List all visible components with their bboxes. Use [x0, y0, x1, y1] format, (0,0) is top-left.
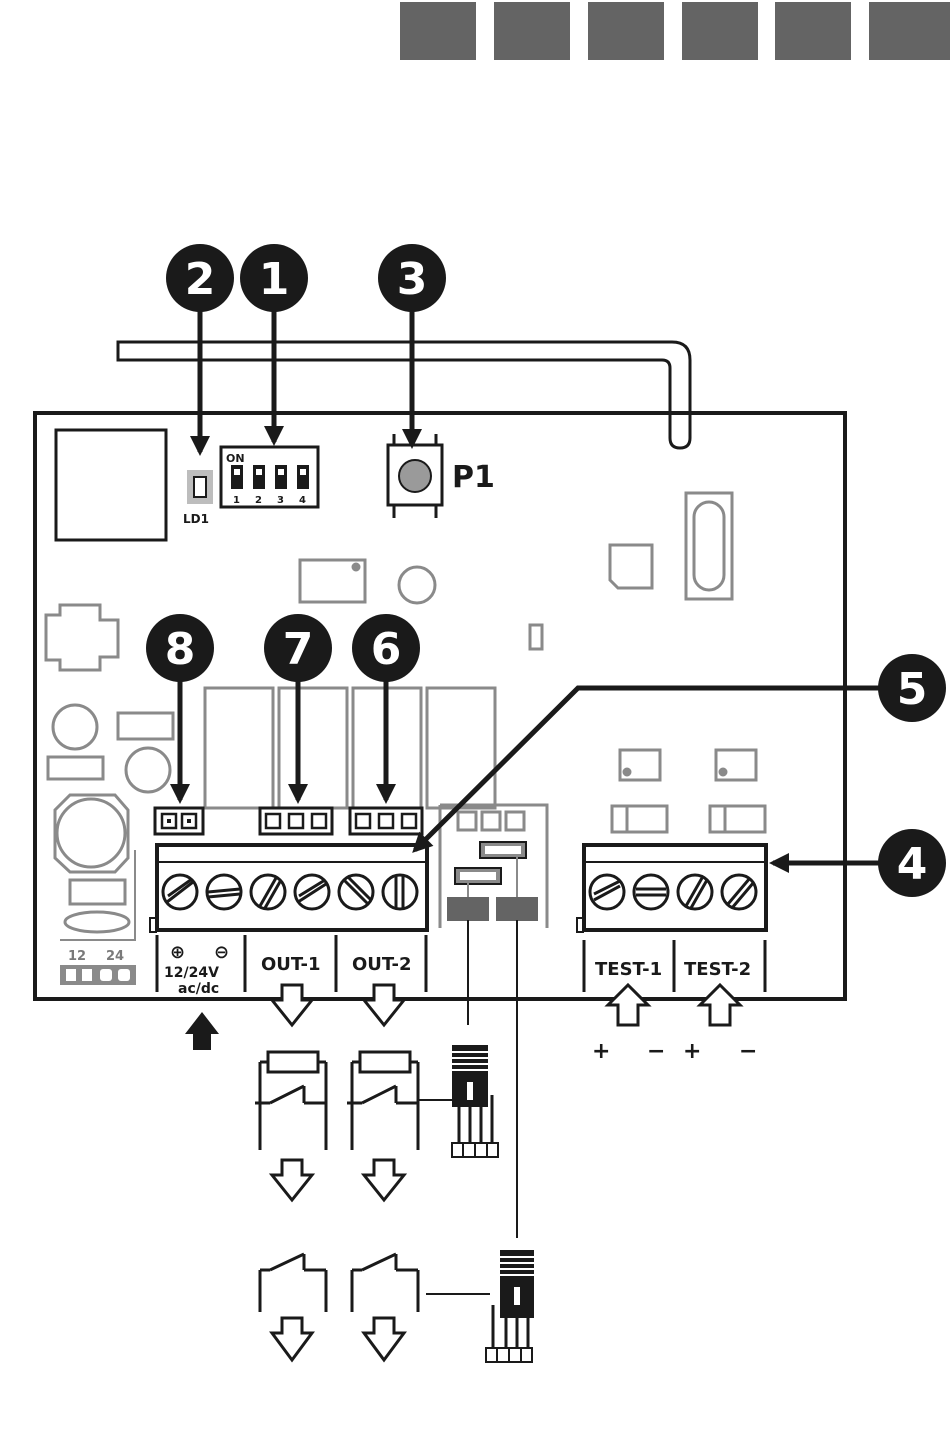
- power-type-label: ac/dc: [178, 981, 219, 997]
- relay-2: [279, 688, 347, 808]
- header-tab: [494, 2, 570, 60]
- test-1-minus: −: [647, 1039, 665, 1064]
- arrow-down-icon: [272, 985, 312, 1025]
- voltage-12-label: 12: [68, 949, 86, 964]
- power-plus-symbol: ⊕: [170, 942, 185, 963]
- marker-3: 3: [378, 244, 446, 312]
- header-tab: [682, 2, 758, 60]
- dip-on-label: ON: [226, 452, 245, 465]
- marker-label: 5: [897, 664, 928, 715]
- transformer: [56, 430, 166, 540]
- dip-lever-3[interactable]: [275, 465, 287, 489]
- marker-label: 2: [185, 254, 216, 305]
- marker-label: 3: [397, 254, 428, 305]
- dip-lever-2[interactable]: [253, 465, 265, 489]
- marker-label: 1: [259, 254, 290, 305]
- out-1-jumper[interactable]: [260, 808, 332, 834]
- output-arrows: [272, 985, 404, 1360]
- marker-7: 7: [264, 614, 332, 682]
- mini-led: [530, 625, 542, 649]
- power-minus-symbol: ⊖: [214, 942, 229, 963]
- output-terminal-block: [150, 845, 427, 932]
- test-2-minus: −: [739, 1039, 757, 1064]
- header-tab: [400, 2, 476, 60]
- marker-5: 5: [878, 654, 946, 722]
- power-voltage-label: 12/24V: [164, 965, 219, 981]
- dip-switch[interactable]: ON 1 2 3 4: [221, 447, 318, 507]
- capacitor: [399, 567, 435, 603]
- dip-lever-1[interactable]: [231, 465, 243, 489]
- marker-label: 4: [897, 839, 928, 890]
- header-tab: [775, 2, 851, 60]
- header-tab: [869, 2, 950, 60]
- arrow-up-icon: [608, 985, 648, 1025]
- dip-position-3: 3: [277, 495, 284, 506]
- test-2-plus: +: [683, 1039, 701, 1064]
- marker-label: 6: [371, 624, 402, 675]
- power-input-arrow-icon: [185, 1012, 219, 1050]
- power-jumper[interactable]: [155, 808, 203, 834]
- antenna-wire: [118, 342, 690, 448]
- out-2-label: OUT-2: [352, 954, 412, 975]
- out-1-label: OUT-1: [261, 954, 321, 975]
- callout-lines: [180, 305, 880, 863]
- button-label: P1: [452, 460, 495, 495]
- arrow-down-icon: [272, 1160, 312, 1200]
- relay-4: [427, 688, 495, 808]
- test-1-label: TEST-1: [595, 959, 662, 980]
- header-tabs: [400, 2, 950, 60]
- marker-1: 1: [240, 244, 308, 312]
- dip-position-4: 4: [299, 495, 306, 506]
- screw[interactable]: [383, 875, 417, 909]
- voltage-24-label: 24: [106, 949, 124, 964]
- crystal-inner: [694, 502, 724, 590]
- mode-jumpers: [447, 812, 538, 921]
- arrow-up-icon: [700, 985, 740, 1025]
- header-tab: [588, 2, 664, 60]
- connector-block: [46, 605, 118, 670]
- relay-pulse-diagram: [255, 1052, 452, 1150]
- dip-lever-4[interactable]: [297, 465, 309, 489]
- dip-position-1: 1: [233, 495, 240, 506]
- test-terminal-block: [577, 845, 766, 932]
- chip-square: [610, 545, 652, 588]
- marker-8: 8: [146, 614, 214, 682]
- dip-position-2: 2: [255, 495, 262, 506]
- capacitor-3: [126, 748, 170, 792]
- terminal-separators: [157, 935, 765, 992]
- capacitor-2: [53, 705, 97, 749]
- voltage-selector[interactable]: 12 24: [60, 949, 136, 985]
- marker-6: 6: [352, 614, 420, 682]
- arrow-down-icon: [272, 1318, 312, 1360]
- push-button-p1[interactable]: P1: [388, 434, 495, 518]
- large-capacitor: [55, 795, 128, 872]
- relay-latch-diagram: [260, 1254, 490, 1312]
- arrow-down-icon: [364, 985, 404, 1025]
- marker-label: 7: [283, 624, 314, 675]
- marker-label: 8: [165, 624, 196, 675]
- marker-4: 4: [878, 829, 946, 897]
- jumper-detail-pulse: [452, 920, 498, 1157]
- marker-2: 2: [166, 244, 234, 312]
- relay-1: [205, 688, 273, 808]
- out-2-jumper[interactable]: [350, 808, 422, 834]
- led-label: LD1: [183, 512, 209, 526]
- arrow-down-icon: [364, 1160, 404, 1200]
- screw[interactable]: [634, 875, 668, 909]
- test-2-label: TEST-2: [684, 959, 751, 980]
- leader-5: [415, 688, 880, 850]
- led-ld1: LD1: [183, 470, 213, 526]
- test-1-plus: +: [592, 1039, 610, 1064]
- arrow-down-icon: [364, 1318, 404, 1360]
